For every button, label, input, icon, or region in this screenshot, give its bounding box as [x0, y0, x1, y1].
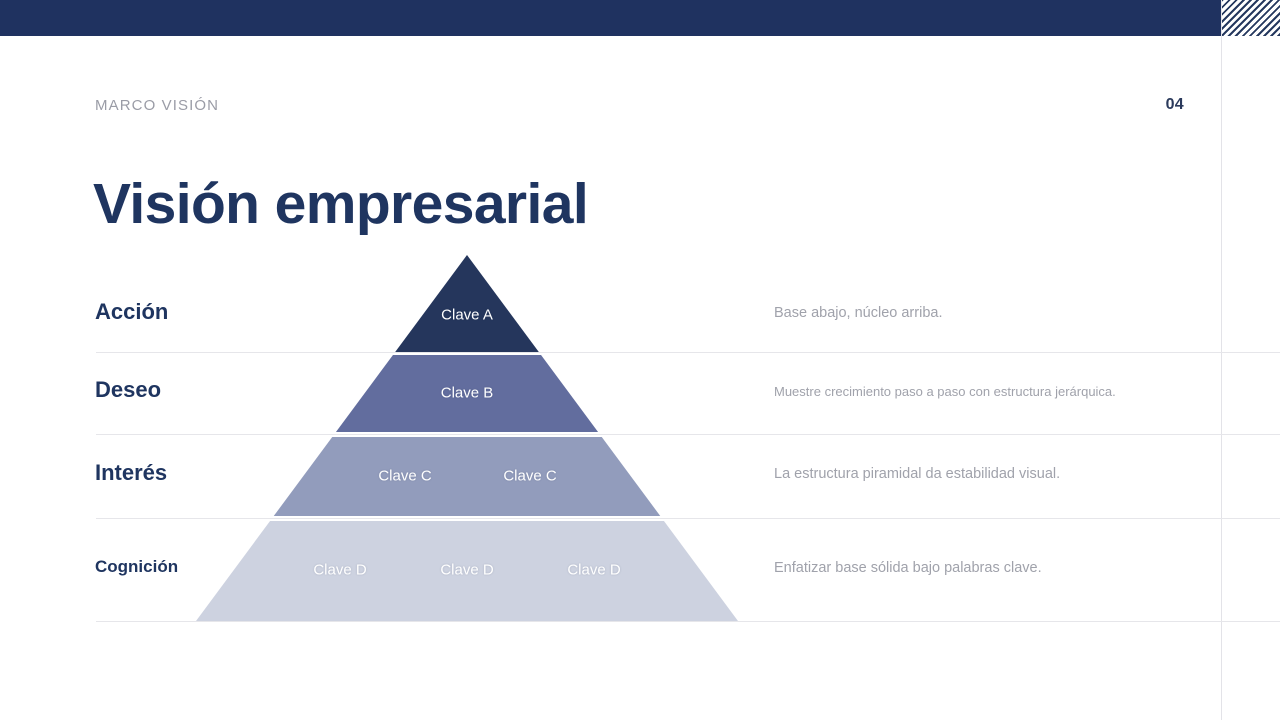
row-label: Deseo — [95, 376, 162, 402]
row-description: Enfatizar base sólida bajo palabras clav… — [774, 559, 1042, 576]
pyramid-tier — [196, 521, 738, 621]
row-divider — [96, 352, 1280, 353]
top-accent-bar — [0, 0, 1221, 36]
page-number: 04 — [1165, 96, 1184, 113]
row-divider — [96, 621, 1280, 622]
pyramid-tier-label: Clave D — [440, 561, 494, 579]
right-vertical-rule — [1221, 0, 1222, 720]
corner-hatch-decoration — [1221, 0, 1280, 36]
row-description: La estructura piramidal da estabilidad v… — [774, 465, 1061, 482]
row-divider — [96, 518, 1280, 519]
pyramid-tier-label: Clave C — [503, 467, 557, 485]
pyramid-tier-label: Clave B — [440, 384, 494, 402]
pyramid-tier-label: Clave D — [313, 561, 367, 579]
row-label: Acción — [95, 298, 169, 324]
row-label: Cognición — [95, 557, 179, 577]
row-divider — [96, 434, 1280, 435]
section-eyebrow: MARCO VISIÓN — [95, 97, 220, 114]
row-label: Interés — [95, 459, 168, 485]
pyramid-tier-label: Clave C — [378, 467, 432, 485]
pyramid-tier-label: Clave D — [567, 561, 621, 579]
pyramid-tier — [273, 437, 661, 516]
pyramid-tier-label: Clave A — [441, 306, 493, 324]
page-title: Visión empresarial — [93, 172, 589, 237]
row-description: Muestre crecimiento paso a paso con estr… — [774, 383, 1116, 399]
pyramid-tier — [335, 355, 599, 432]
pyramid-tier — [395, 255, 539, 352]
row-description: Base abajo, núcleo arriba. — [774, 304, 943, 321]
